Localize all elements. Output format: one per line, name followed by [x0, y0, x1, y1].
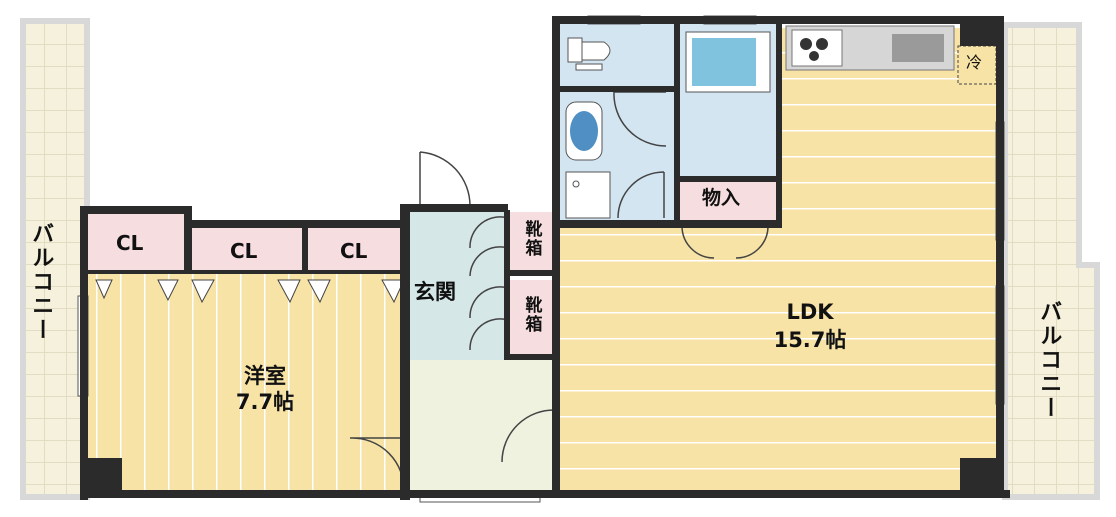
toilet-fixture	[567, 37, 611, 71]
shoe-box-bottom	[510, 280, 554, 356]
closet-1-floor	[88, 214, 184, 272]
kitchen-counter	[785, 25, 955, 71]
western-room-size: 7.7帖	[235, 390, 295, 414]
balcony-right-label: バルコニー	[1036, 300, 1062, 420]
closet-3-floor	[308, 228, 404, 272]
balcony-left-label: バルコニー	[28, 222, 54, 342]
washbasin-fixture	[565, 101, 603, 161]
storage-label: 物入	[702, 187, 741, 209]
fridge-label: 冷	[966, 53, 983, 72]
shoe-box-top-label: 靴箱	[521, 220, 542, 258]
western-room-name: 洋室	[244, 364, 286, 388]
walls	[80, 16, 1010, 500]
washing-machine-pan	[565, 171, 611, 219]
closet-1-label: CL	[116, 231, 144, 255]
closet-door-marks	[95, 279, 405, 304]
shoe-box-bottom-label: 靴箱	[521, 296, 542, 334]
entrance-floor	[410, 210, 510, 360]
closet-2-label: CL	[230, 239, 258, 263]
hall-floor	[410, 360, 558, 494]
storage-floor	[680, 180, 776, 224]
balcony-left	[20, 18, 90, 500]
closet-2-floor	[190, 228, 302, 272]
closet-3-label: CL	[340, 239, 368, 263]
bathtub-fixture	[685, 31, 771, 93]
ldk-name: LDK	[786, 300, 834, 324]
ldk-size: 15.7帖	[773, 328, 847, 352]
balcony-right	[1002, 22, 1100, 500]
western-room-floor	[88, 272, 406, 494]
entrance-label: 玄関	[414, 280, 456, 304]
shoe-box-top	[510, 212, 554, 270]
